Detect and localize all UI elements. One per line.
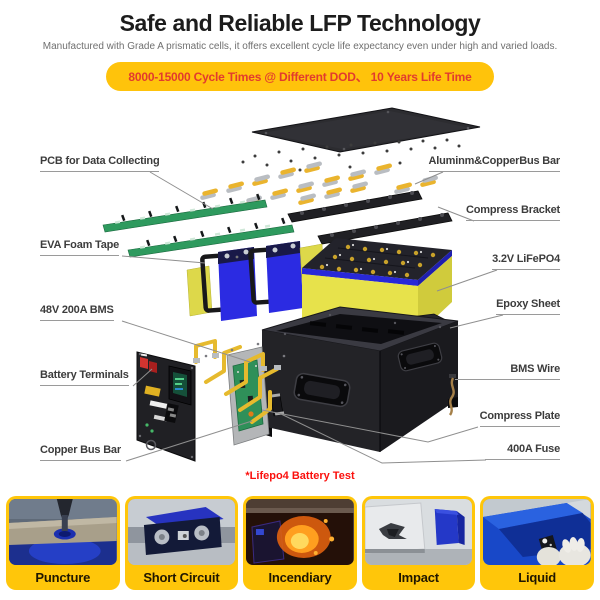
label-compress-bracket: Compress Bracket: [465, 204, 560, 221]
incendiary-photo: [246, 499, 354, 565]
leader-lines: [121, 171, 504, 464]
battery-test-note: *Lifepo4 Battery Test: [245, 470, 355, 482]
label-copper-bus-bar: Copper Bus Bar: [40, 444, 121, 461]
impact-photo: [364, 499, 473, 565]
label-bms-wire: BMS Wire: [455, 363, 560, 380]
test-card-puncture: Puncture: [6, 496, 120, 590]
test-card-incendiary: Incendiary: [243, 496, 357, 590]
display-module: [168, 365, 192, 406]
label-pcb-for-data-collecting: PCB for Data Collecting: [40, 155, 160, 172]
puncture-label: Puncture: [35, 570, 91, 585]
test-card-liquid: Liquid: [480, 496, 594, 590]
compress-brackets: [287, 190, 453, 245]
short-circuit-photo: [127, 499, 236, 565]
cycle-life-banner: 8000-15000 Cycle Times @ Different DOD、 …: [106, 62, 494, 91]
test-card-short-circuit: Short Circuit: [124, 496, 239, 590]
label-400a-fuse: 400A Fuse: [485, 443, 560, 460]
bms-wire: [448, 374, 456, 416]
page-title: Safe and Reliable LFP Technology: [119, 10, 481, 36]
label-epoxy-sheet: Epoxy Sheet: [496, 298, 560, 315]
bms-board: [226, 346, 270, 446]
liquid-label: Liquid: [518, 570, 557, 585]
label-aluminum-copper-bus-bar: Aluminm&CopperBus Bar: [428, 155, 560, 172]
label-eva-foam-tape: EVA Foam Tape: [40, 239, 119, 256]
bus-bar-connectors: [193, 342, 286, 371]
battery-case: [261, 306, 459, 452]
liquid-photo: [483, 499, 591, 565]
bus-bars: [200, 161, 438, 207]
label-compress-plate: Compress Plate: [479, 410, 560, 427]
test-card-impact: Impact: [361, 496, 476, 590]
page-subtitle: Manufactured with Grade A prismatic cell…: [42, 41, 558, 52]
top-cover: [251, 107, 481, 153]
label-battery-terminals: Battery Terminals: [40, 369, 129, 386]
test-cards-row: Puncture Short Circuit: [6, 496, 594, 590]
cycle-life-banner-wrap: 8000-15000 Cycle Times @ Different DOD、 …: [0, 62, 600, 91]
puncture-photo: [9, 499, 117, 565]
label-48v-200a-bms: 48V 200A BMS: [40, 304, 114, 321]
incendiary-label: Incendiary: [268, 570, 332, 585]
cell-stack: [186, 241, 326, 321]
impact-label: Impact: [398, 570, 439, 585]
front-panel: [136, 351, 196, 462]
label-lifepo4-cell: 3.2V LiFePO4: [492, 253, 560, 270]
short-circuit-label: Short Circuit: [143, 570, 220, 585]
pcb-strips: [102, 193, 295, 258]
screws: [241, 138, 461, 172]
